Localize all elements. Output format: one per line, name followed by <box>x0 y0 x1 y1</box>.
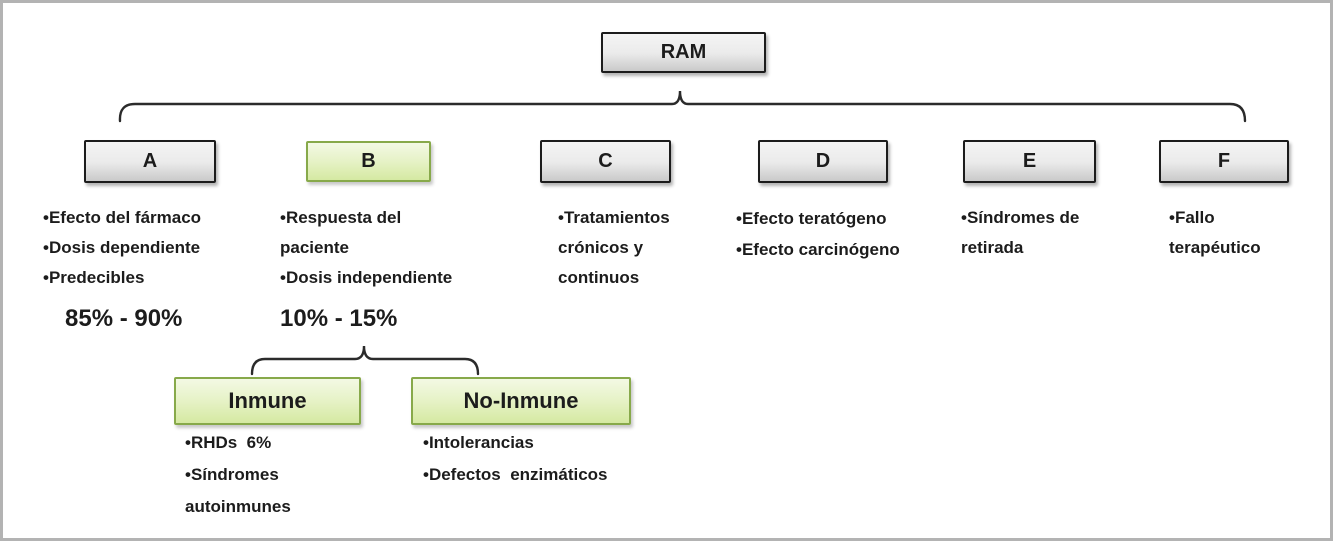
bullet-item-continuation: retirada <box>961 238 1024 257</box>
list-inmune: •RHDs 6% •Síndromes autoinmunes <box>185 427 291 523</box>
bullet-item-continuation: paciente <box>280 238 349 257</box>
node-no-inmune-label: No-Inmune <box>463 388 579 413</box>
bullet-item-continuation: continuos <box>558 268 640 287</box>
node-a-label: A <box>142 150 158 172</box>
bracket-ram-to-categories <box>118 90 1247 123</box>
node-a: A <box>84 140 216 183</box>
bullet-item: •Síndromes de <box>961 208 1080 227</box>
node-f-label: F <box>1217 150 1231 172</box>
node-inmune-label: Inmune <box>228 388 307 413</box>
node-no-inmune: No-Inmune <box>411 377 631 425</box>
bullet-item-continuation: terapéutico <box>1169 238 1261 257</box>
list-a: •Efecto del fármaco •Dosis dependiente •… <box>43 203 201 293</box>
bullet-item: •Dosis dependiente <box>43 238 201 257</box>
bullet-item: •Tratamientos <box>558 208 670 227</box>
bullet-item: •Intolerancias <box>423 433 534 452</box>
list-no-inmune: •Intolerancias •Defectos enzimáticos <box>423 427 608 491</box>
bullet-item-continuation: crónicos y <box>558 238 644 257</box>
percent-b: 10% - 15% <box>280 305 398 332</box>
list-f: •Fallo terapéutico <box>1169 203 1261 263</box>
node-e: E <box>963 140 1096 183</box>
list-e: •Síndromes de retirada <box>961 203 1079 263</box>
bullet-item: •Efecto del fármaco <box>43 208 202 227</box>
bracket-b-to-subcategories <box>250 345 480 376</box>
bullet-item: •Síndromes <box>185 465 279 484</box>
node-ram: RAM <box>601 32 766 73</box>
bullet-item-continuation: autoinmunes <box>185 497 291 516</box>
bullet-item: •Predecibles <box>43 268 145 287</box>
node-b-label: B <box>361 150 376 172</box>
node-d-label: D <box>815 150 831 172</box>
bullet-item: •Efecto carcinógeno <box>736 240 900 259</box>
bullet-item: •Dosis independiente <box>280 268 453 287</box>
list-c: •Tratamientos crónicos y continuos <box>558 203 670 293</box>
bullet-item: •Respuesta del <box>280 208 402 227</box>
bullet-item: •RHDs 6% <box>185 433 272 452</box>
node-ram-label: RAM <box>660 41 707 63</box>
node-f: F <box>1159 140 1289 183</box>
bullet-item: •Efecto teratógeno <box>736 209 887 228</box>
bullet-item: •Fallo <box>1169 208 1215 227</box>
node-d: D <box>758 140 888 183</box>
list-d: •Efecto teratógeno •Efecto carcinógeno <box>736 203 900 265</box>
node-c-label: C <box>598 150 613 172</box>
percent-a: 85% - 90% <box>65 305 183 332</box>
node-e-label: E <box>1022 150 1037 172</box>
node-c: C <box>540 140 671 183</box>
list-b: •Respuesta del paciente •Dosis independi… <box>280 203 452 293</box>
node-inmune: Inmune <box>174 377 361 425</box>
bullet-item: •Defectos enzimáticos <box>423 465 608 484</box>
node-b: B <box>306 141 431 182</box>
